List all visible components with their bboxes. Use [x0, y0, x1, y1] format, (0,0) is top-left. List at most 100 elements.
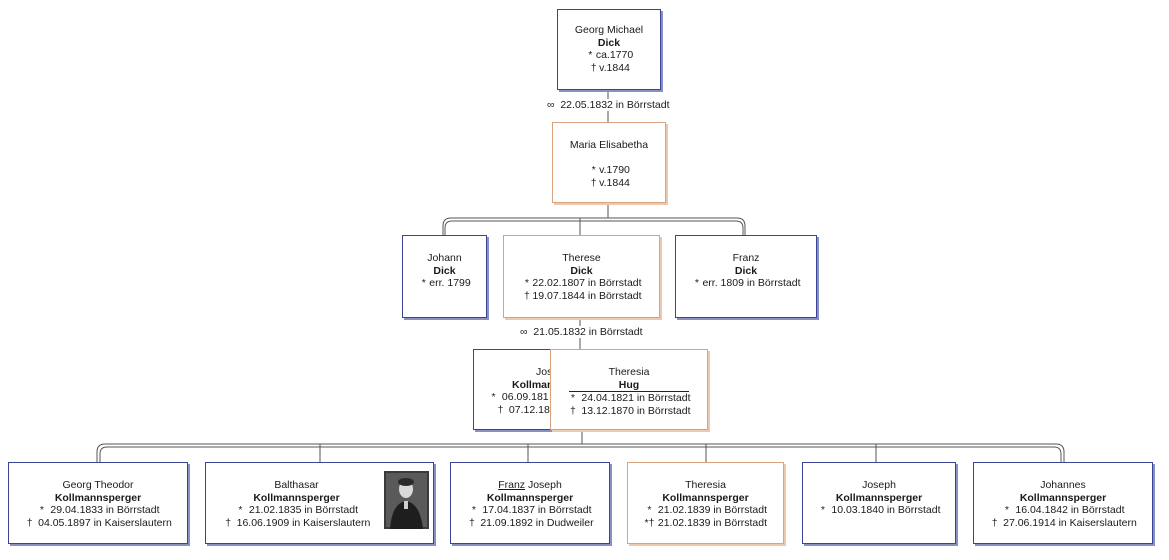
death-line: † 27.06.1914 in Kaiserslautern: [974, 517, 1152, 530]
person-joseph-kollmannsperger[interactable]: Joseph Kollmannsperger * 10.03.1840 in B…: [802, 462, 956, 544]
birth-line: * 29.04.1833 in Börrstadt: [9, 504, 187, 517]
death-line: † 21.09.1892 in Dudweiler: [451, 517, 609, 530]
surname: Kollmannsperger: [253, 491, 340, 504]
birth-date: 21.02.1839 in Börrstadt: [657, 504, 768, 516]
marriage-symbol: ∞: [547, 99, 555, 111]
death-date: 21.02.1839 in Börrstadt: [657, 516, 768, 529]
surname: Kollmannsperger: [662, 491, 749, 504]
birth-date: 21.02.1835 in Börrstadt: [248, 504, 359, 516]
given-name: Johannes: [1040, 479, 1086, 491]
given-name: Joseph: [862, 479, 896, 491]
death-date: 16.06.1909 in Kaiserslautern: [236, 516, 371, 529]
surname: Kollmannsperger: [54, 491, 142, 504]
birth-line: * 17.04.1837 in Börrstadt: [451, 504, 609, 517]
person-therese-dick[interactable]: Therese Dick *22.02.1807 in Börrstadt †1…: [503, 235, 660, 318]
given-name: Georg Michael: [574, 24, 644, 36]
birth-symbol: *: [1004, 504, 1009, 516]
birth-line: * 24.04.1821 in Börrstadt: [551, 392, 707, 405]
death-symbol: †: [26, 516, 33, 529]
given-name: Balthasar: [274, 479, 319, 491]
person-johann-dick[interactable]: Johann Dick *err. 1799: [402, 235, 487, 318]
death-symbol: †: [523, 289, 530, 302]
birth-symbol: *: [588, 49, 593, 61]
person-georg-theodor-kollmannsperger[interactable]: Georg Theodor Kollmannsperger * 29.04.18…: [8, 462, 188, 544]
given-name-underlined: Franz: [498, 479, 526, 491]
given-name: Theresia: [608, 366, 650, 378]
person-theresia-hug[interactable]: Theresia Hug * 24.04.1821 in Börrstadt †…: [550, 349, 708, 430]
birth-symbol: *: [591, 164, 596, 176]
person-theresia-kollmannsperger[interactable]: Theresia Kollmannsperger * 21.02.1839 in…: [627, 462, 784, 544]
marriage-date: 21.05.1832 in Börrstadt: [533, 326, 643, 338]
birth-date: ca.1770: [595, 49, 634, 61]
surname: Kollmannsperger: [1019, 491, 1107, 504]
death-line: *† 21.02.1839 in Börrstadt: [628, 517, 783, 530]
given-name: Johann: [427, 252, 462, 264]
birth-date: 24.04.1821 in Börrstadt: [581, 392, 691, 404]
birth-date: 17.04.1837 in Börrstadt: [482, 504, 592, 516]
death-symbol: †: [590, 176, 597, 189]
death-line: †19.07.1844 in Börrstadt: [504, 290, 659, 303]
death-date: 21.09.1892 in Dudweiler: [480, 516, 594, 529]
given-name: Therese: [562, 252, 601, 264]
birth-symbol: *: [647, 504, 652, 516]
person-johannes-kollmannsperger[interactable]: Johannes Kollmannsperger * 16.04.1842 in…: [973, 462, 1153, 544]
birth-date: v.1790: [599, 164, 630, 176]
birth-symbol: *: [238, 504, 243, 516]
given-name: Theresia: [685, 479, 726, 491]
death-date: 04.05.1897 in Kaiserslautern: [38, 516, 172, 529]
person-maria-elisabetha[interactable]: Maria Elisabetha *v.1790 †v.1844: [552, 122, 666, 203]
marriage-label-1: ∞ 22.05.1832 in Börrstadt: [545, 99, 672, 111]
birth-line: * 06.09.181: [474, 391, 592, 404]
death-date: v.1844: [599, 61, 630, 74]
birth-line: * 16.04.1842 in Börrstadt: [974, 504, 1152, 517]
birth-symbol: *: [491, 391, 496, 403]
death-line: † 13.12.1870 in Börrstadt: [551, 405, 707, 418]
death-line: † 07.12.187: [474, 404, 592, 417]
birth-date: 10.03.1840 in Börrstadt: [831, 504, 941, 516]
birth-symbol: *: [421, 277, 426, 289]
death-date: 19.07.1844 in Börrstadt: [532, 289, 642, 302]
birth-line: *ca.1770: [558, 49, 660, 62]
surname: Kollman: [512, 378, 554, 391]
death-line: † 04.05.1897 in Kaiserslautern: [9, 517, 187, 530]
birth-date: 29.04.1833 in Börrstadt: [50, 504, 160, 516]
death-date: 27.06.1914 in Kaiserslautern: [1003, 516, 1137, 529]
surname: Dick: [570, 264, 593, 277]
death-line: †v.1844: [553, 177, 665, 190]
surname: Dick: [734, 264, 758, 277]
death-symbol: †: [225, 516, 232, 529]
person-franz-joseph-kollmannsperger[interactable]: Franz Joseph Kollmannsperger * 17.04.183…: [450, 462, 610, 544]
person-balthasar-kollmannsperger[interactable]: Balthasar Kollmannsperger * 21.02.1835 i…: [205, 462, 434, 544]
marriage-date: 22.05.1832 in Börrstadt: [560, 99, 670, 111]
birth-line: *22.02.1807 in Börrstadt: [504, 277, 659, 290]
given-name: Maria Elisabetha: [569, 139, 649, 151]
surname: Dick: [433, 264, 456, 277]
death-symbol: †: [991, 516, 998, 529]
portrait-photo[interactable]: [384, 471, 429, 529]
surname: Dick: [597, 36, 621, 49]
death-symbol: †: [590, 61, 597, 74]
birth-line: *err. 1809 in Börrstadt: [676, 277, 816, 290]
given-name: Franz Joseph: [451, 479, 609, 492]
person-georg-michael-dick[interactable]: Georg Michael Dick *ca.1770 †v.1844: [557, 9, 661, 90]
birth-date: err. 1799: [429, 277, 471, 289]
birth-date: err. 1809 in Börrstadt: [702, 277, 801, 289]
death-date: 13.12.1870 in Börrstadt: [581, 404, 691, 417]
death-date: v.1844: [599, 176, 630, 189]
birth-date: 06.09.181: [501, 391, 549, 403]
given-name: Georg Theodor: [62, 479, 134, 491]
given-name: Franz: [732, 252, 760, 264]
birth-date: 22.02.1807 in Börrstadt: [532, 277, 642, 289]
birth-symbol: *: [820, 504, 825, 516]
birth-symbol: *: [39, 504, 44, 516]
death-symbol: *†: [644, 516, 655, 529]
birth-symbol: *: [471, 504, 476, 516]
birth-line: * 10.03.1840 in Börrstadt: [803, 504, 955, 517]
death-date: 07.12.187: [508, 403, 556, 416]
person-franz-dick[interactable]: Franz Dick *err. 1809 in Börrstadt: [675, 235, 817, 318]
marriage-symbol: ∞: [520, 326, 528, 338]
given-name: Jos: [536, 366, 553, 378]
surname: Kollmannsperger: [835, 491, 923, 504]
death-symbol: †: [468, 516, 475, 529]
